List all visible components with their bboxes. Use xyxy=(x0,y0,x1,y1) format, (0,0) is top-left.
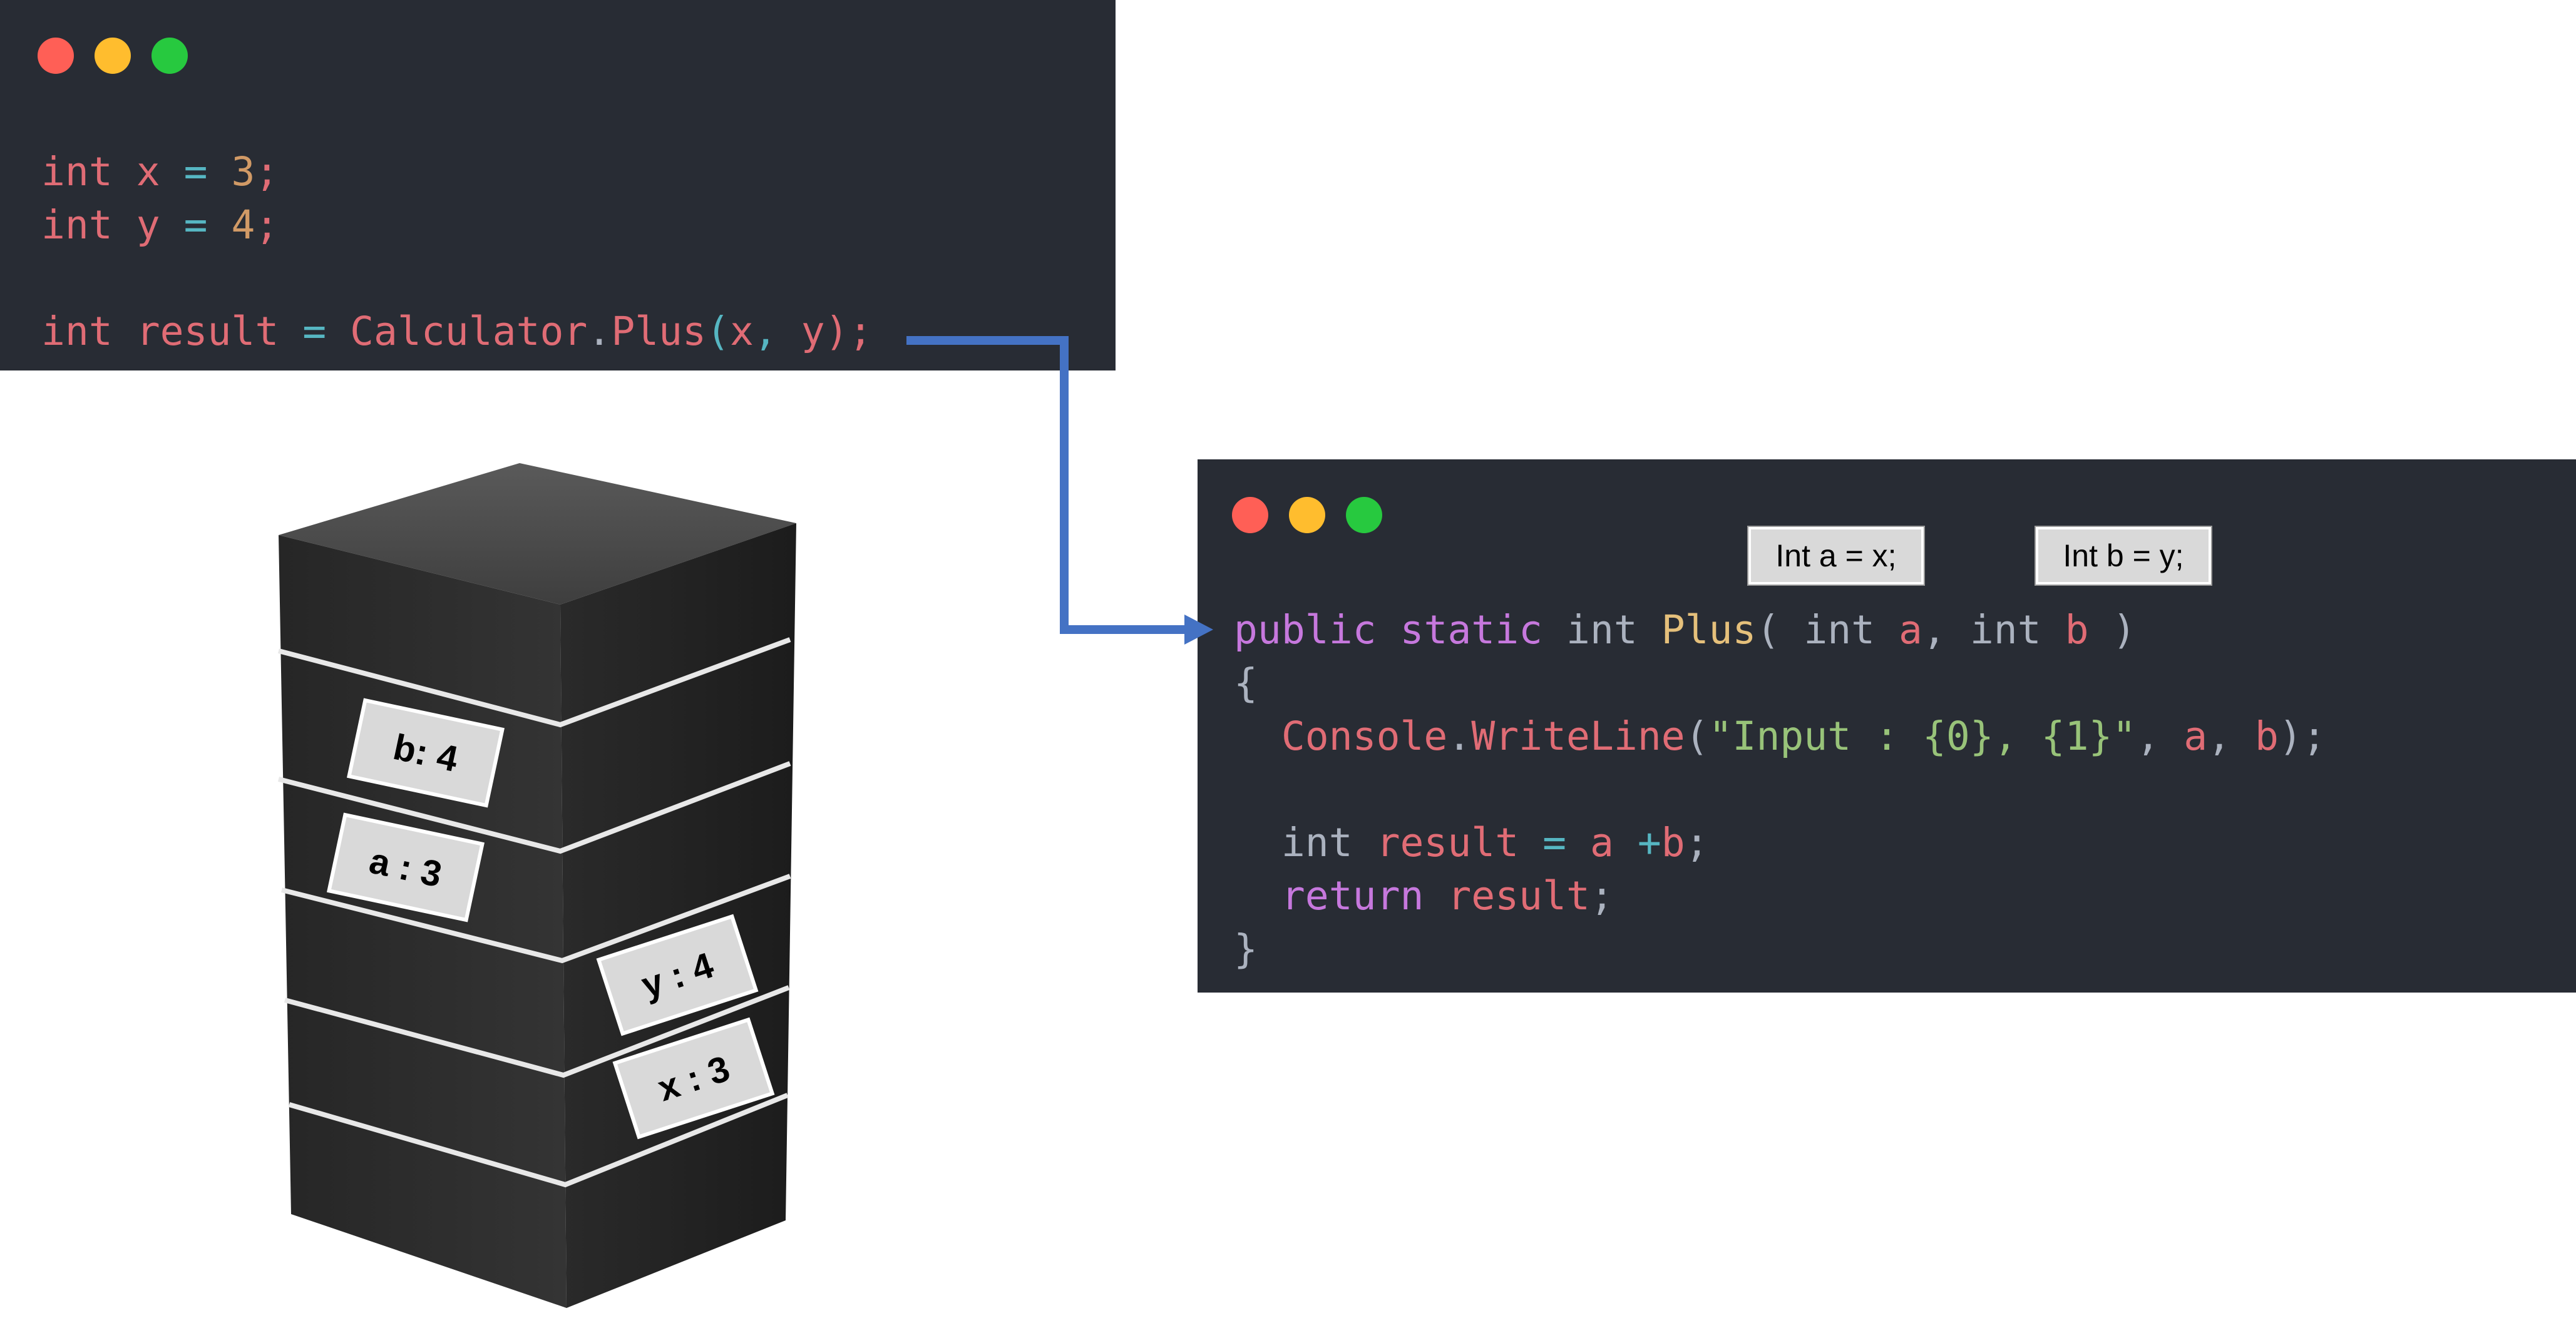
code-token: x xyxy=(729,309,754,354)
code-token: int xyxy=(1281,820,1377,866)
code-token: ; xyxy=(1589,873,1614,919)
code-token: ; xyxy=(1685,820,1709,866)
code-line: int result = a +b; xyxy=(1234,816,2326,869)
stack-divider-line xyxy=(288,1093,789,1188)
code-token: Calculator xyxy=(350,309,588,354)
stack-label: x : 3 xyxy=(612,1017,775,1140)
code-token: ); xyxy=(824,309,873,354)
close-dot-icon xyxy=(1232,497,1268,533)
code-token: WriteLine xyxy=(1471,713,1685,759)
stack-left-face xyxy=(279,535,567,1308)
code-token: int xyxy=(41,202,136,248)
minimize-dot-icon xyxy=(1289,497,1325,533)
code-token: Plus xyxy=(1661,607,1757,653)
code-token: = xyxy=(1519,820,1590,866)
code-token: } xyxy=(1234,926,1258,972)
code-token: y xyxy=(801,309,825,354)
code-token: result xyxy=(1447,873,1590,919)
code-token: y xyxy=(136,202,160,248)
code-token: int xyxy=(41,149,136,195)
code-token: ; xyxy=(255,202,279,248)
code-token: 4 xyxy=(231,202,255,248)
stack-divider-line xyxy=(281,874,791,964)
caller-code-window: int x = 3;int y = 4;int result = Calcula… xyxy=(0,0,1116,370)
code-token: , xyxy=(753,309,801,354)
param-a-label: Int a = x; xyxy=(1748,527,1924,585)
code-line: int x = 3; xyxy=(41,145,873,198)
code-token: ); xyxy=(2278,713,2326,759)
code-token: result xyxy=(136,309,279,354)
code-token: a xyxy=(2183,713,2208,759)
close-dot-icon xyxy=(38,38,74,74)
code-line: } xyxy=(1234,922,2326,976)
stack-frame-labels: b: 4a : 3 y : 4x : 3 xyxy=(326,698,775,1140)
code-line: { xyxy=(1234,656,2326,710)
method-code-window: public static int Plus( int a, int b ){ … xyxy=(1198,459,2576,993)
code-token: Plus xyxy=(611,309,707,354)
stack-divider-line xyxy=(278,761,791,854)
code-token: , xyxy=(1922,607,1970,653)
code-token: Console xyxy=(1281,713,1448,759)
code-token: ( xyxy=(1756,607,1804,653)
code-token: 3 xyxy=(231,149,255,195)
code-token: { xyxy=(1234,660,1258,706)
method-code-block: public static int Plus( int a, int b ){ … xyxy=(1234,603,2326,976)
code-token: int xyxy=(41,309,136,354)
code-token: b xyxy=(1661,820,1685,866)
code-token: a xyxy=(1899,607,1922,653)
code-line: public static int Plus( int a, int b ) xyxy=(1234,603,2326,656)
stack-label: b: 4 xyxy=(346,698,505,808)
code-token: int xyxy=(1804,607,1899,653)
code-token: "Input : {0}, {1}" xyxy=(1708,713,2137,759)
stack-top-face xyxy=(279,463,796,605)
code-token: b xyxy=(2255,713,2279,759)
arrow-head-icon xyxy=(1184,615,1213,645)
code-line: int y = 4; xyxy=(41,198,873,252)
code-token: , xyxy=(2136,713,2184,759)
code-token: ) xyxy=(2088,607,2137,653)
code-token: int xyxy=(1969,607,2065,653)
code-line: int result = Calculator.Plus(x, y); xyxy=(41,305,873,358)
code-token: + xyxy=(1613,820,1661,866)
code-token: ( xyxy=(1685,713,1709,759)
code-token: = xyxy=(160,149,232,195)
code-token: ; xyxy=(255,149,279,195)
stack-label: y : 4 xyxy=(596,914,759,1036)
code-token: public xyxy=(1234,607,1400,653)
code-token: ( xyxy=(706,309,730,354)
code-token: , xyxy=(2207,713,2255,759)
code-token: . xyxy=(1447,713,1472,759)
minimize-dot-icon xyxy=(95,38,131,74)
stack-label: a : 3 xyxy=(326,812,485,922)
maximize-dot-icon xyxy=(151,38,188,74)
code-line: return result; xyxy=(1234,869,2326,922)
code-token: a xyxy=(1589,820,1614,866)
stack-divider-line xyxy=(277,637,791,728)
code-token: = xyxy=(160,202,232,248)
caller-code-block: int x = 3;int y = 4;int result = Calcula… xyxy=(41,145,873,358)
code-token: x xyxy=(136,149,160,195)
code-token: static xyxy=(1400,607,1567,653)
code-token: result xyxy=(1376,820,1519,866)
maximize-dot-icon xyxy=(1346,497,1382,533)
param-b-label: Int b = y; xyxy=(2036,527,2211,585)
code-token: int xyxy=(1566,607,1661,653)
stack-frame-dividers xyxy=(277,637,791,1188)
code-token: return xyxy=(1281,873,1448,919)
code-token: b xyxy=(2065,607,2089,653)
code-line: Console.WriteLine("Input : {0}, {1}", a,… xyxy=(1234,710,2326,763)
stack-divider-line xyxy=(284,985,790,1078)
code-token: = xyxy=(279,309,351,354)
code-token: . xyxy=(587,309,612,354)
